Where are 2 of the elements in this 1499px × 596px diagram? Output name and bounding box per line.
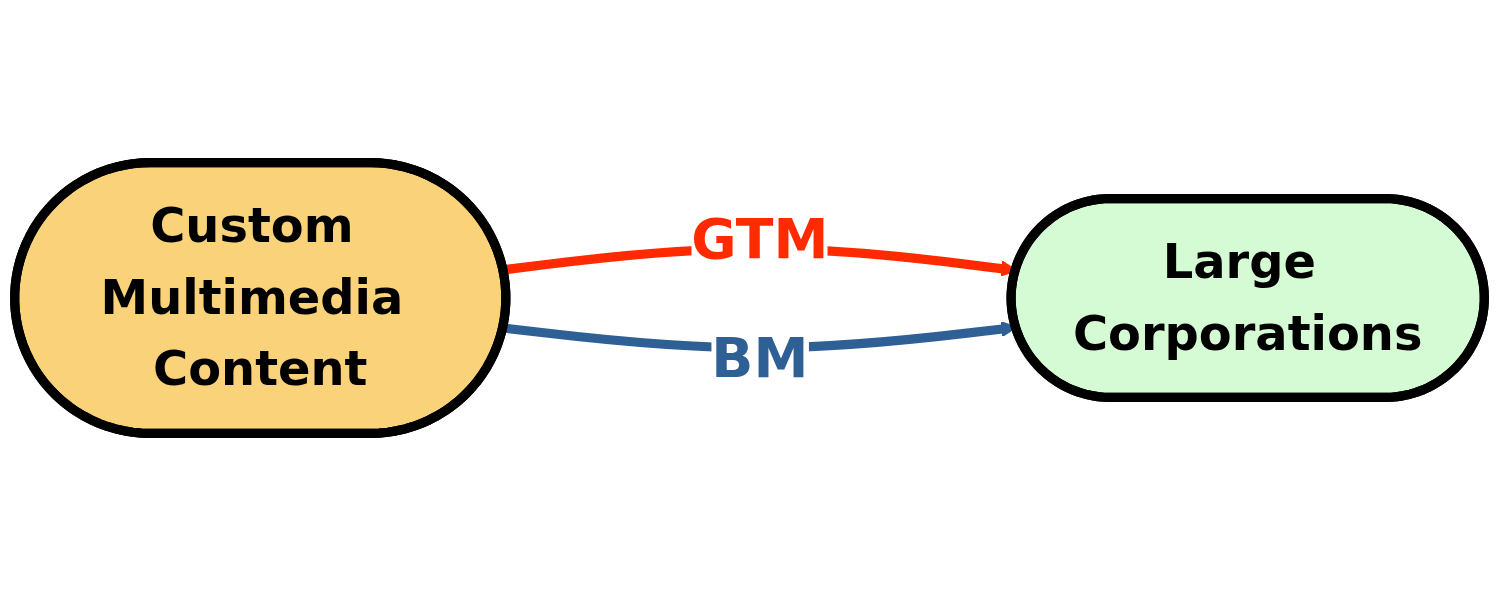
- edge-label: GTM: [691, 206, 829, 271]
- edge-label: BM: [711, 325, 809, 390]
